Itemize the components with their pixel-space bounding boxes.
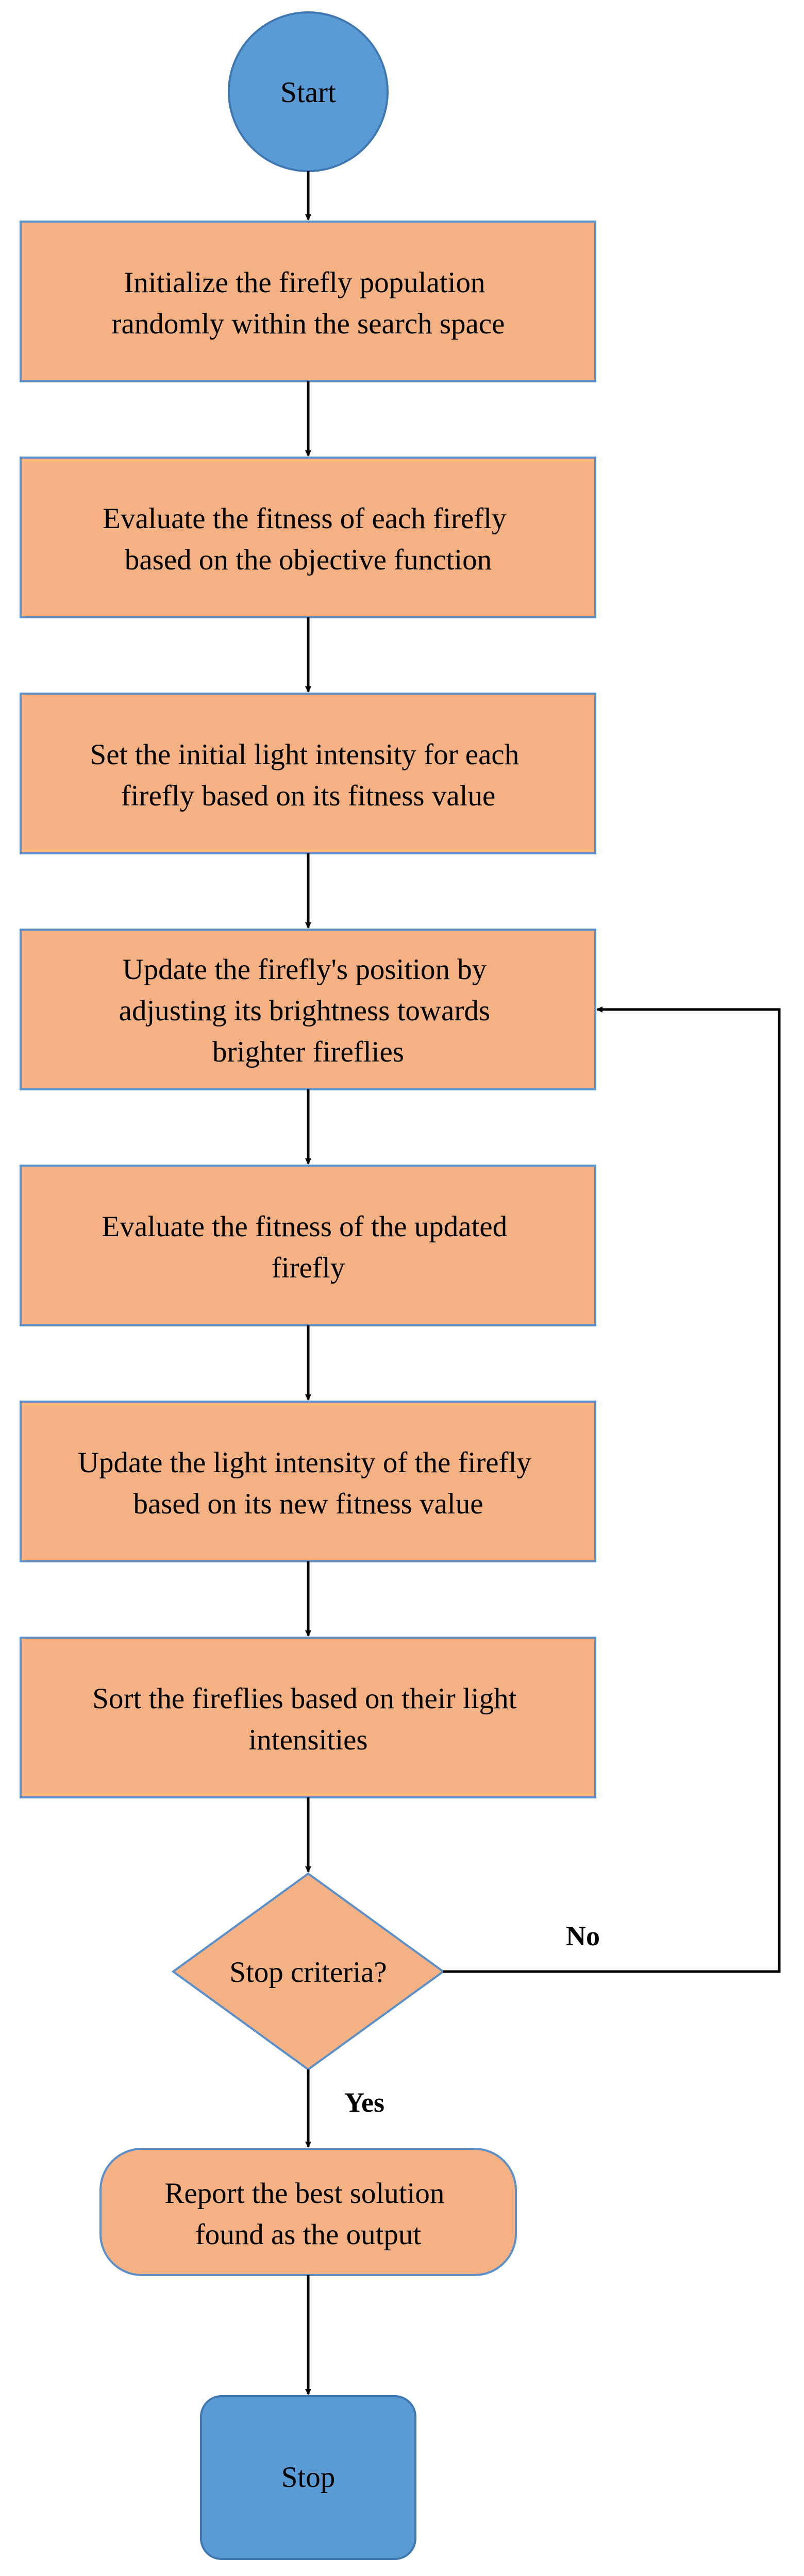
stop-label: Stop <box>281 2461 336 2494</box>
process-box-4 <box>20 929 596 1090</box>
report-node: Report the best solution found as the ou… <box>99 2148 517 2276</box>
process-step-6: Update the light intensity of the firefl… <box>20 1401 596 1562</box>
process-step-4: Update the firefly's position by adjusti… <box>20 929 596 1090</box>
svg-text:Update the light intensity of: Update the light intensity of the firefl… <box>78 1446 539 1520</box>
process-box-7 <box>20 1637 596 1798</box>
process-step-1-line-2: randomly within the search space <box>112 308 505 340</box>
svg-text:Evaluate the fitness of the up: Evaluate the fitness of the updated fire… <box>102 1210 515 1284</box>
process-box-2 <box>20 457 596 618</box>
process-step-7-line-1: Sort the fireflies based on their light <box>92 1682 516 1715</box>
process-step-6-line-1: Update the light intensity of the firefl… <box>78 1446 532 1479</box>
decision-node: Stop criteria? <box>171 1872 445 2071</box>
process-box-3 <box>20 693 596 854</box>
process-step-3: Set the initial light intensity for each… <box>20 693 596 854</box>
process-step-4-line-2: adjusting its brightness towards <box>119 995 490 1027</box>
process-box-5 <box>20 1165 596 1326</box>
svg-text:Initialize the firefly populat: Initialize the firefly population random… <box>112 266 505 340</box>
process-step-6-line-2: based on its new fitness value <box>133 1488 483 1520</box>
report-box <box>99 2148 517 2276</box>
arrow-no-loop-back <box>443 1006 781 1973</box>
report-line-1: Report the best solution <box>164 2177 444 2210</box>
start-label: Start <box>280 76 336 109</box>
svg-text:Set the initial light intensit: Set the initial light intensity for each… <box>90 738 527 812</box>
process-step-4-line-3: brighter fireflies <box>212 1036 404 1068</box>
report-line-2: found as the output <box>195 2218 422 2251</box>
process-box-1 <box>20 221 596 382</box>
process-step-5-line-1: Evaluate the fitness of the updated <box>102 1210 508 1243</box>
process-step-3-line-1: Set the initial light intensity for each <box>90 738 520 771</box>
stop-node: Stop <box>200 2395 416 2560</box>
process-step-2-line-1: Evaluate the fitness of each firefly <box>103 502 507 535</box>
decision-label: Stop criteria? <box>229 1956 387 1989</box>
no-branch-label: No <box>566 1921 600 1951</box>
process-box-6 <box>20 1401 596 1562</box>
svg-text:Report the best solution: Report the best solution found as the ou… <box>164 2177 451 2251</box>
svg-text:Evaluate the fitness of each f: Evaluate the fitness of each firefly bas… <box>103 502 514 576</box>
process-step-5: Evaluate the fitness of the updated fire… <box>20 1165 596 1326</box>
process-step-7: Sort the fireflies based on their light … <box>20 1637 596 1798</box>
process-step-2: Evaluate the fitness of each firefly bas… <box>20 457 596 618</box>
process-step-3-line-2: firefly based on its fitness value <box>121 780 496 812</box>
svg-text:Update the firefly's position: Update the firefly's position by adjusti… <box>119 953 498 1068</box>
process-step-1-line-1: Initialize the firefly population <box>124 266 485 299</box>
process-step-4-line-1: Update the firefly's position by <box>122 953 487 986</box>
connectors <box>305 171 781 2395</box>
process-step-5-line-2: firefly <box>272 1252 345 1284</box>
process-step-2-line-2: based on the objective function <box>125 544 492 576</box>
yes-branch-label: Yes <box>344 2087 384 2118</box>
process-step-1: Initialize the firefly population random… <box>20 221 596 382</box>
svg-text:Sort the fireflies based on th: Sort the fireflies based on their light … <box>92 1682 524 1756</box>
start-node: Start <box>228 11 389 172</box>
process-step-7-line-2: intensities <box>248 1724 367 1756</box>
stop-box <box>200 2395 416 2560</box>
